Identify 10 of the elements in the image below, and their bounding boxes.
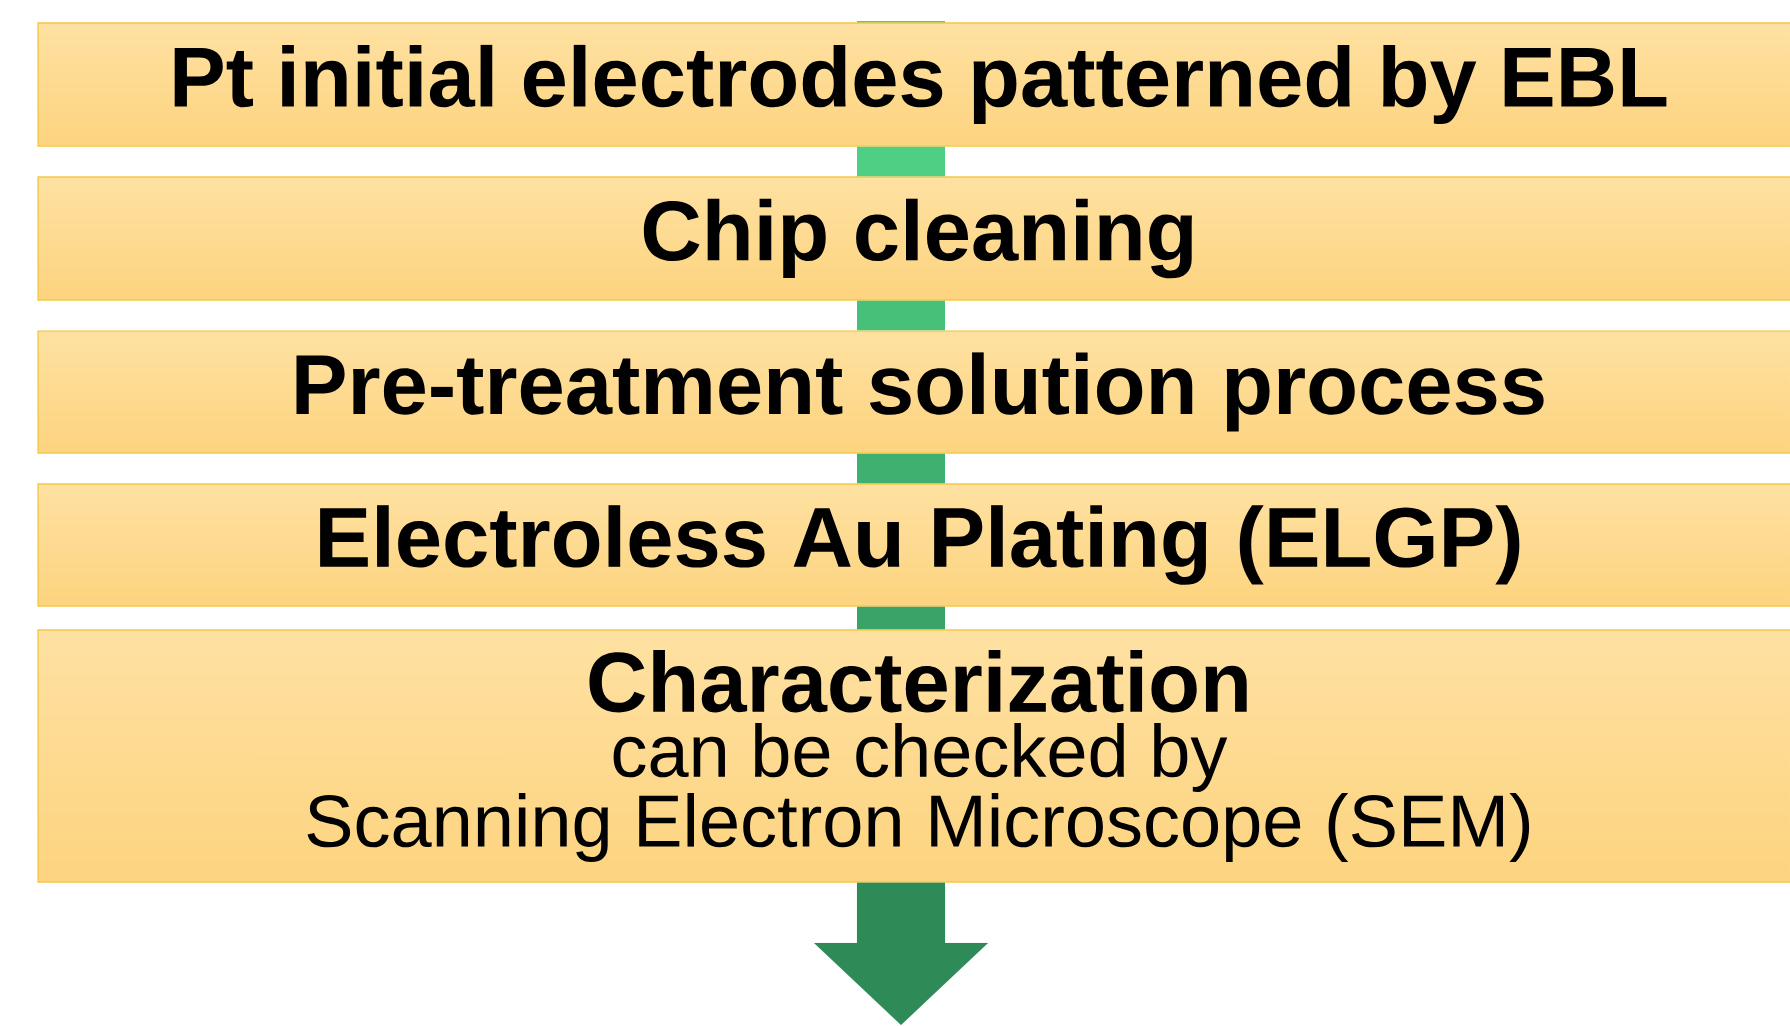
process-box: Electroless Au Plating (ELGP) bbox=[37, 483, 1790, 607]
process-box: Pt initial electrodes patterned by EBL bbox=[37, 22, 1790, 147]
connector bbox=[857, 146, 945, 177]
connector bbox=[857, 300, 945, 331]
process-box: Characterization can be checked by Scanning Electron Microscope (SEM) bbox=[37, 629, 1790, 883]
arrow bbox=[813, 882, 989, 1026]
connector bbox=[857, 453, 945, 484]
connector bbox=[857, 606, 945, 630]
process-box: Chip cleaning bbox=[37, 176, 1790, 301]
process-box: Pre-treatment solution process bbox=[37, 330, 1790, 454]
